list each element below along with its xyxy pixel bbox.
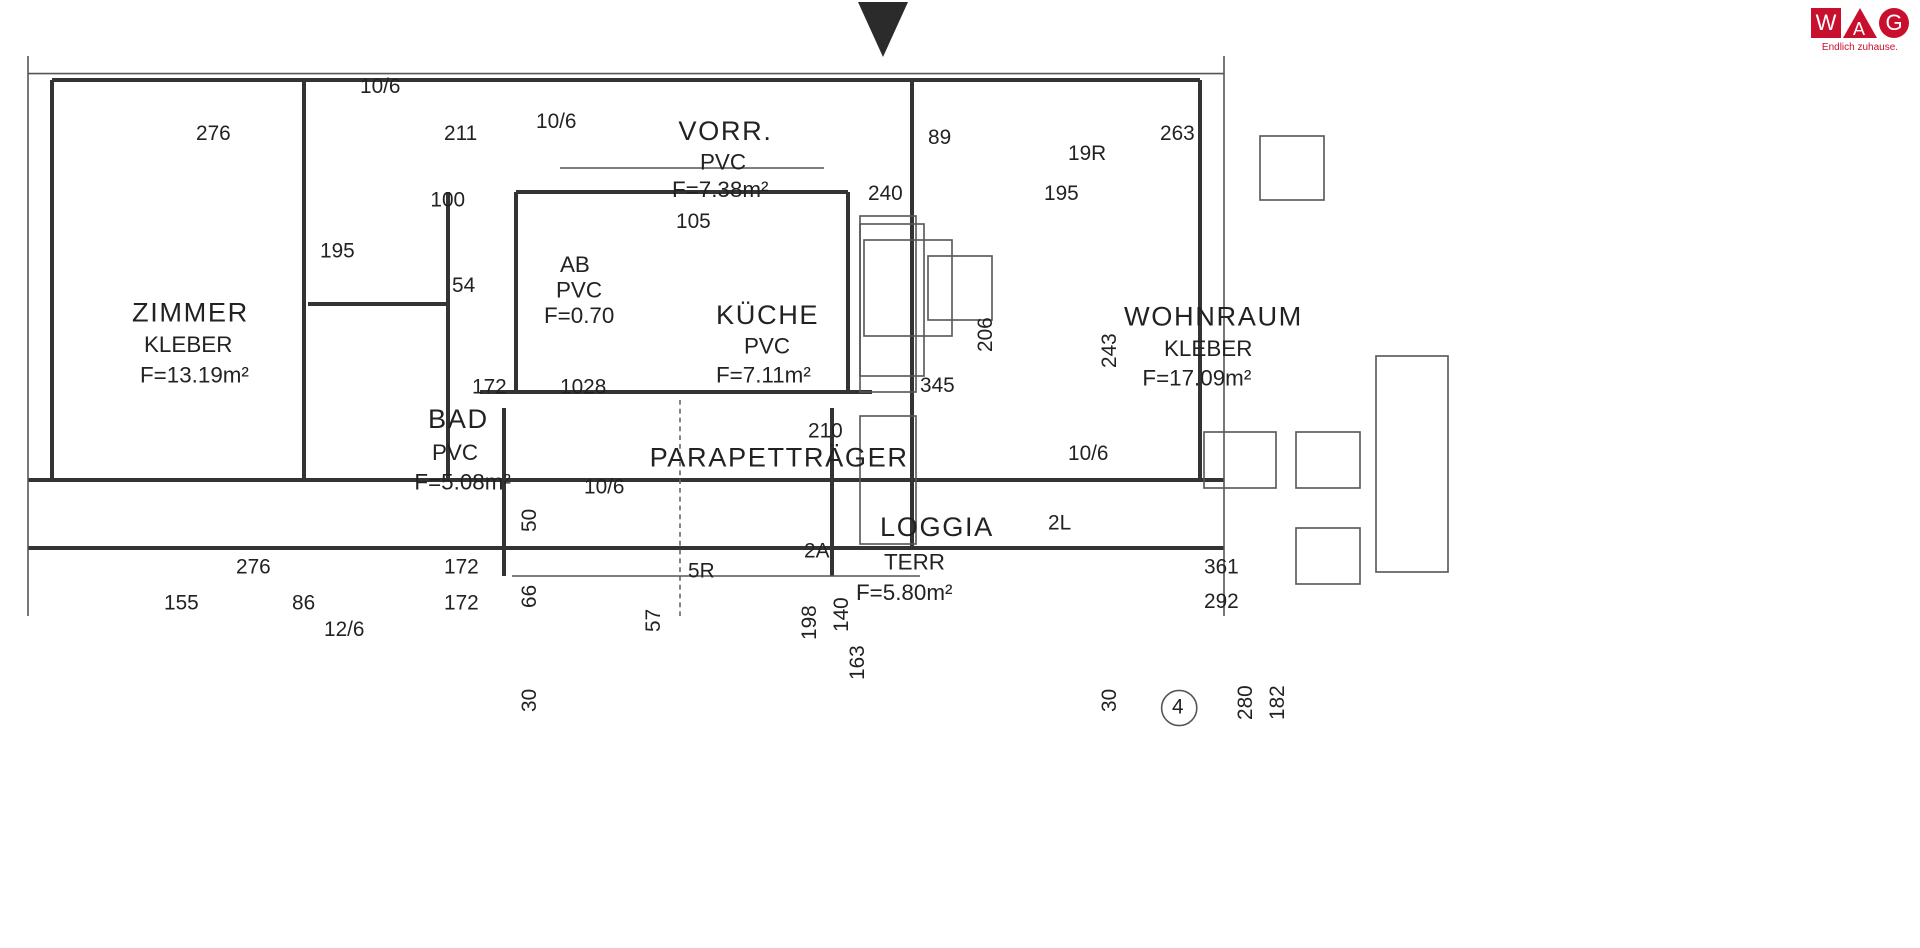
room-area: F=5.08m² <box>414 470 511 495</box>
dimension: 10/6 <box>584 476 624 499</box>
dimension: 276 <box>236 556 271 579</box>
marker-circle <box>1160 689 1198 727</box>
room-name: BAD <box>428 403 489 434</box>
dimension: 210 <box>808 420 843 443</box>
logo-letter-w: W <box>1811 8 1841 38</box>
room-area: F=17.09m² <box>1142 366 1251 391</box>
dimension: 361 <box>1204 556 1239 579</box>
dimension: 172 <box>444 592 479 615</box>
dimension: 243 <box>1098 333 1121 368</box>
dimension: 195 <box>320 240 355 263</box>
room-area: F=0.70 <box>544 303 614 328</box>
dimension: 198 <box>798 605 821 640</box>
room-floor: PVC <box>556 278 602 303</box>
north-arrow-icon <box>858 2 908 57</box>
dimension: 211 <box>444 122 477 145</box>
room-area: F=7.38m² <box>672 177 769 202</box>
room-name: AB <box>560 252 590 277</box>
room-floor: PVC <box>432 440 478 465</box>
dimension: 345 <box>920 374 955 397</box>
room-name: VORR. <box>678 115 772 146</box>
dimension: 155 <box>164 592 199 615</box>
dimension: 54 <box>452 274 475 297</box>
dimension: 100 <box>430 188 465 211</box>
dimension: 50 <box>518 509 541 532</box>
room-floor: KLEBER <box>1164 336 1252 361</box>
furniture <box>863 135 1449 585</box>
dimension: 292 <box>1204 590 1239 613</box>
dimension: 280 <box>1234 685 1257 720</box>
room-floor: KLEBER <box>144 332 232 357</box>
dimension: 105 <box>676 210 711 233</box>
parapet-label: PARAPETTRÄGER <box>650 441 909 472</box>
dimensions: 10/6 276 211 10/6 240 105 263 89 195 100… <box>164 75 1289 720</box>
room-name: LOGGIA <box>880 511 994 542</box>
room-floor: TERR <box>884 550 945 575</box>
marker-label: 2A <box>804 540 830 563</box>
room-name: WOHNRAUM <box>1124 301 1303 332</box>
walls <box>27 56 1225 617</box>
room-name: ZIMMER <box>132 297 249 328</box>
logo-letter-g: G <box>1879 8 1909 38</box>
marker-label: 2L <box>1048 512 1071 535</box>
dimension: 263 <box>1160 122 1195 145</box>
dimension: 10/6 <box>360 75 400 98</box>
dimension: 163 <box>846 645 869 680</box>
dimension: 276 <box>196 122 231 145</box>
dimension: 30 <box>1098 689 1121 712</box>
dimension: 195 <box>1044 182 1079 205</box>
dimension: 89 <box>928 126 951 149</box>
marker-label: 4 <box>1172 696 1184 719</box>
dimension: 240 <box>868 182 903 205</box>
dimension: 172 <box>472 376 507 399</box>
dimension: 10/6 <box>536 110 576 133</box>
marker-label: 19R <box>1068 142 1106 165</box>
room-floor: PVC <box>700 150 746 175</box>
dimension: 172 <box>444 556 479 579</box>
room-name: KÜCHE <box>716 299 819 330</box>
logo-letter-a: A <box>1843 8 1877 39</box>
dimension: 140 <box>830 597 853 632</box>
room-area: F=13.19m² <box>140 362 249 387</box>
logo-tagline: Endlich zuhause. <box>1821 42 1899 53</box>
dimension: 30 <box>518 689 541 712</box>
dimension: 66 <box>518 585 541 608</box>
stove-outline <box>863 239 953 337</box>
dimension: 86 <box>292 592 315 615</box>
marker-label: 5R <box>688 560 715 583</box>
room-area: F=7.11m² <box>716 362 811 387</box>
room-floor: PVC <box>744 334 790 359</box>
dimension: 12/6 <box>324 618 364 641</box>
room-area: F=5.80m² <box>856 580 953 605</box>
dimension: 10/6 <box>1068 442 1108 465</box>
dimension: 182 <box>1266 685 1289 720</box>
dimension: 206 <box>974 317 997 352</box>
dimension: 1028 <box>560 376 606 399</box>
dimension: 57 <box>642 609 665 632</box>
room-labels: ZIMMER KLEBER F=13.19m² BAD PVC F=5.08m²… <box>132 115 1303 727</box>
